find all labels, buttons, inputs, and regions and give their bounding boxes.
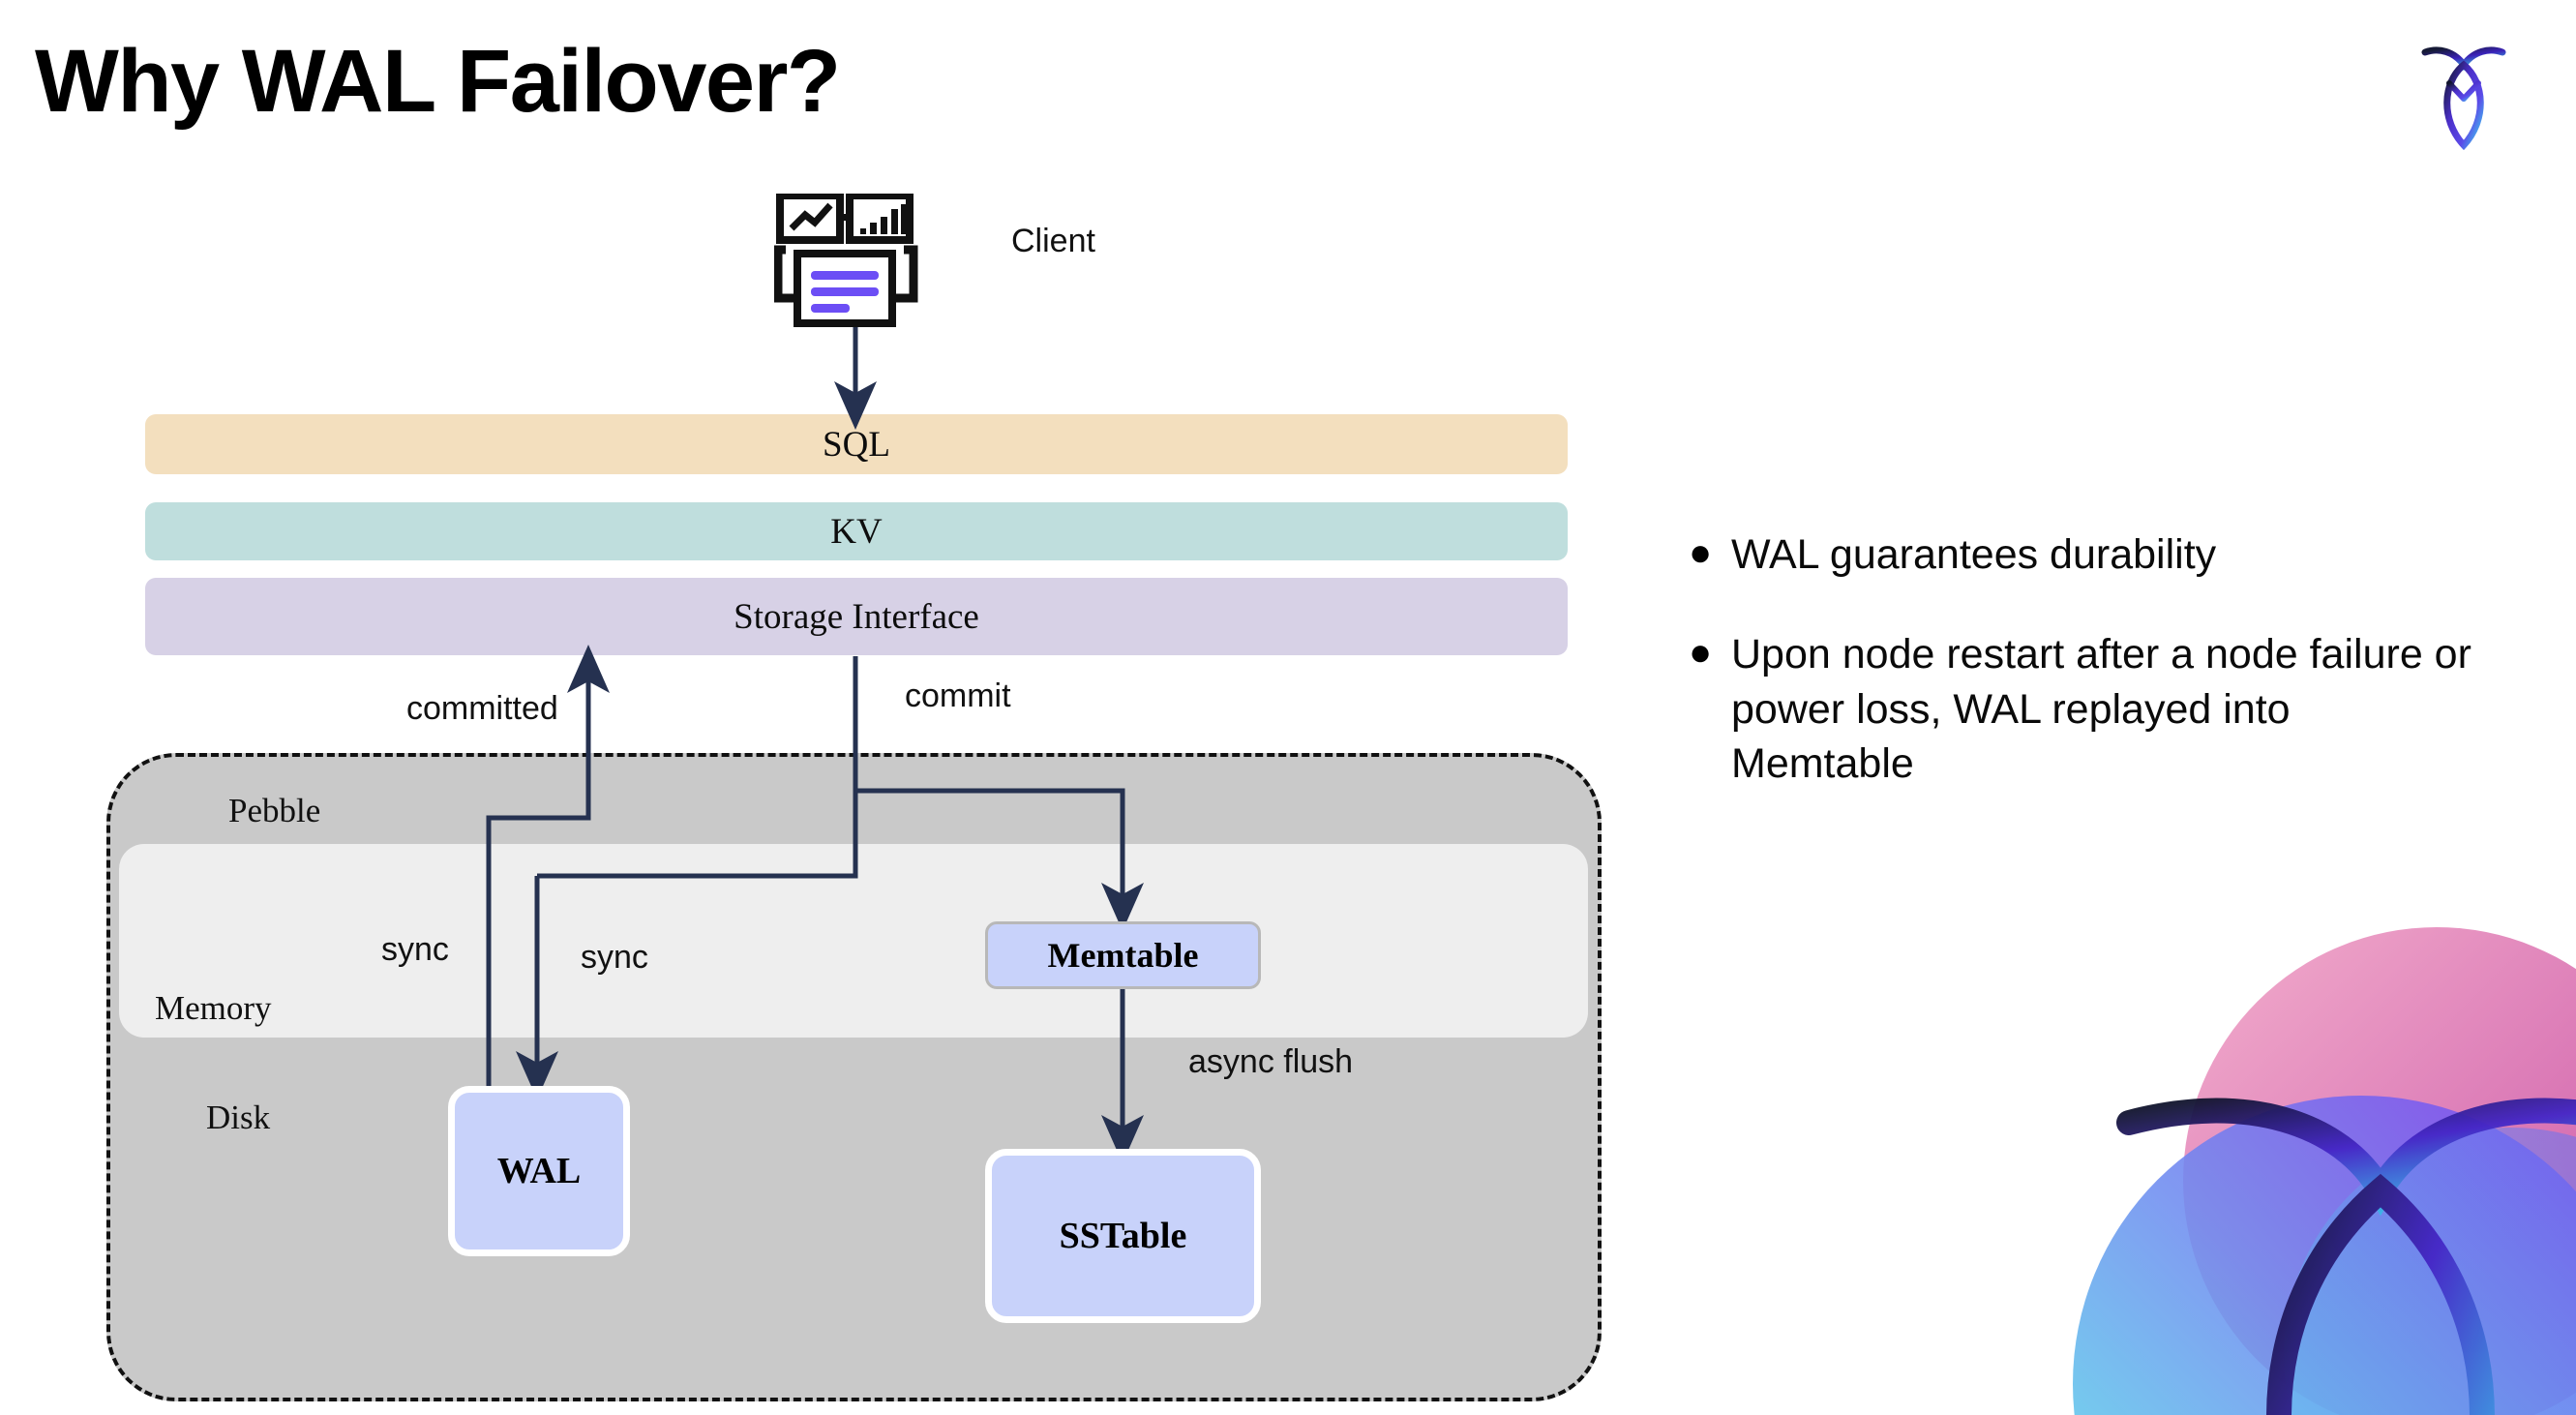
client-device-icon bbox=[773, 192, 929, 329]
client-label: Client bbox=[1011, 223, 1095, 259]
edge-label-async-flush: async flush bbox=[1188, 1043, 1354, 1080]
bullet-list: ● WAL guarantees durability ● Upon node … bbox=[1689, 527, 2482, 836]
zone-label-pebble: Pebble bbox=[228, 792, 321, 829]
zone-label-disk: Disk bbox=[206, 1099, 271, 1136]
edge-label-commit: commit bbox=[905, 677, 1011, 714]
page-title: Why WAL Failover? bbox=[35, 32, 841, 131]
list-item: ● WAL guarantees durability bbox=[1689, 527, 2482, 583]
edge-label-committed: committed bbox=[406, 690, 558, 727]
node-sstable[interactable]: SSTable bbox=[985, 1149, 1261, 1323]
edge-label-sync-right: sync bbox=[581, 939, 648, 976]
decorative-gradient-circles bbox=[1955, 900, 2576, 1415]
architecture-diagram: Client SQL KV Storage Interface Pebble M… bbox=[106, 192, 1602, 1401]
list-item: ● Upon node restart after a node failure… bbox=[1689, 627, 2482, 792]
bullet-marker: ● bbox=[1689, 531, 1713, 574]
layer-bar-storage-interface[interactable]: Storage Interface bbox=[145, 578, 1568, 655]
bullet-text: Upon node restart after a node failure o… bbox=[1731, 630, 2471, 788]
zone-label-memory: Memory bbox=[155, 989, 272, 1027]
memory-zone bbox=[119, 844, 1588, 1038]
bullet-marker: ● bbox=[1689, 630, 1713, 674]
node-wal[interactable]: WAL bbox=[448, 1086, 630, 1256]
bullet-text: WAL guarantees durability bbox=[1731, 531, 2217, 578]
edge-label-sync-left: sync bbox=[381, 931, 449, 968]
layer-bar-sql[interactable]: SQL bbox=[145, 414, 1568, 474]
cockroachdb-logo-icon bbox=[2417, 39, 2510, 153]
layer-bar-kv[interactable]: KV bbox=[145, 502, 1568, 560]
node-memtable[interactable]: Memtable bbox=[985, 921, 1261, 989]
